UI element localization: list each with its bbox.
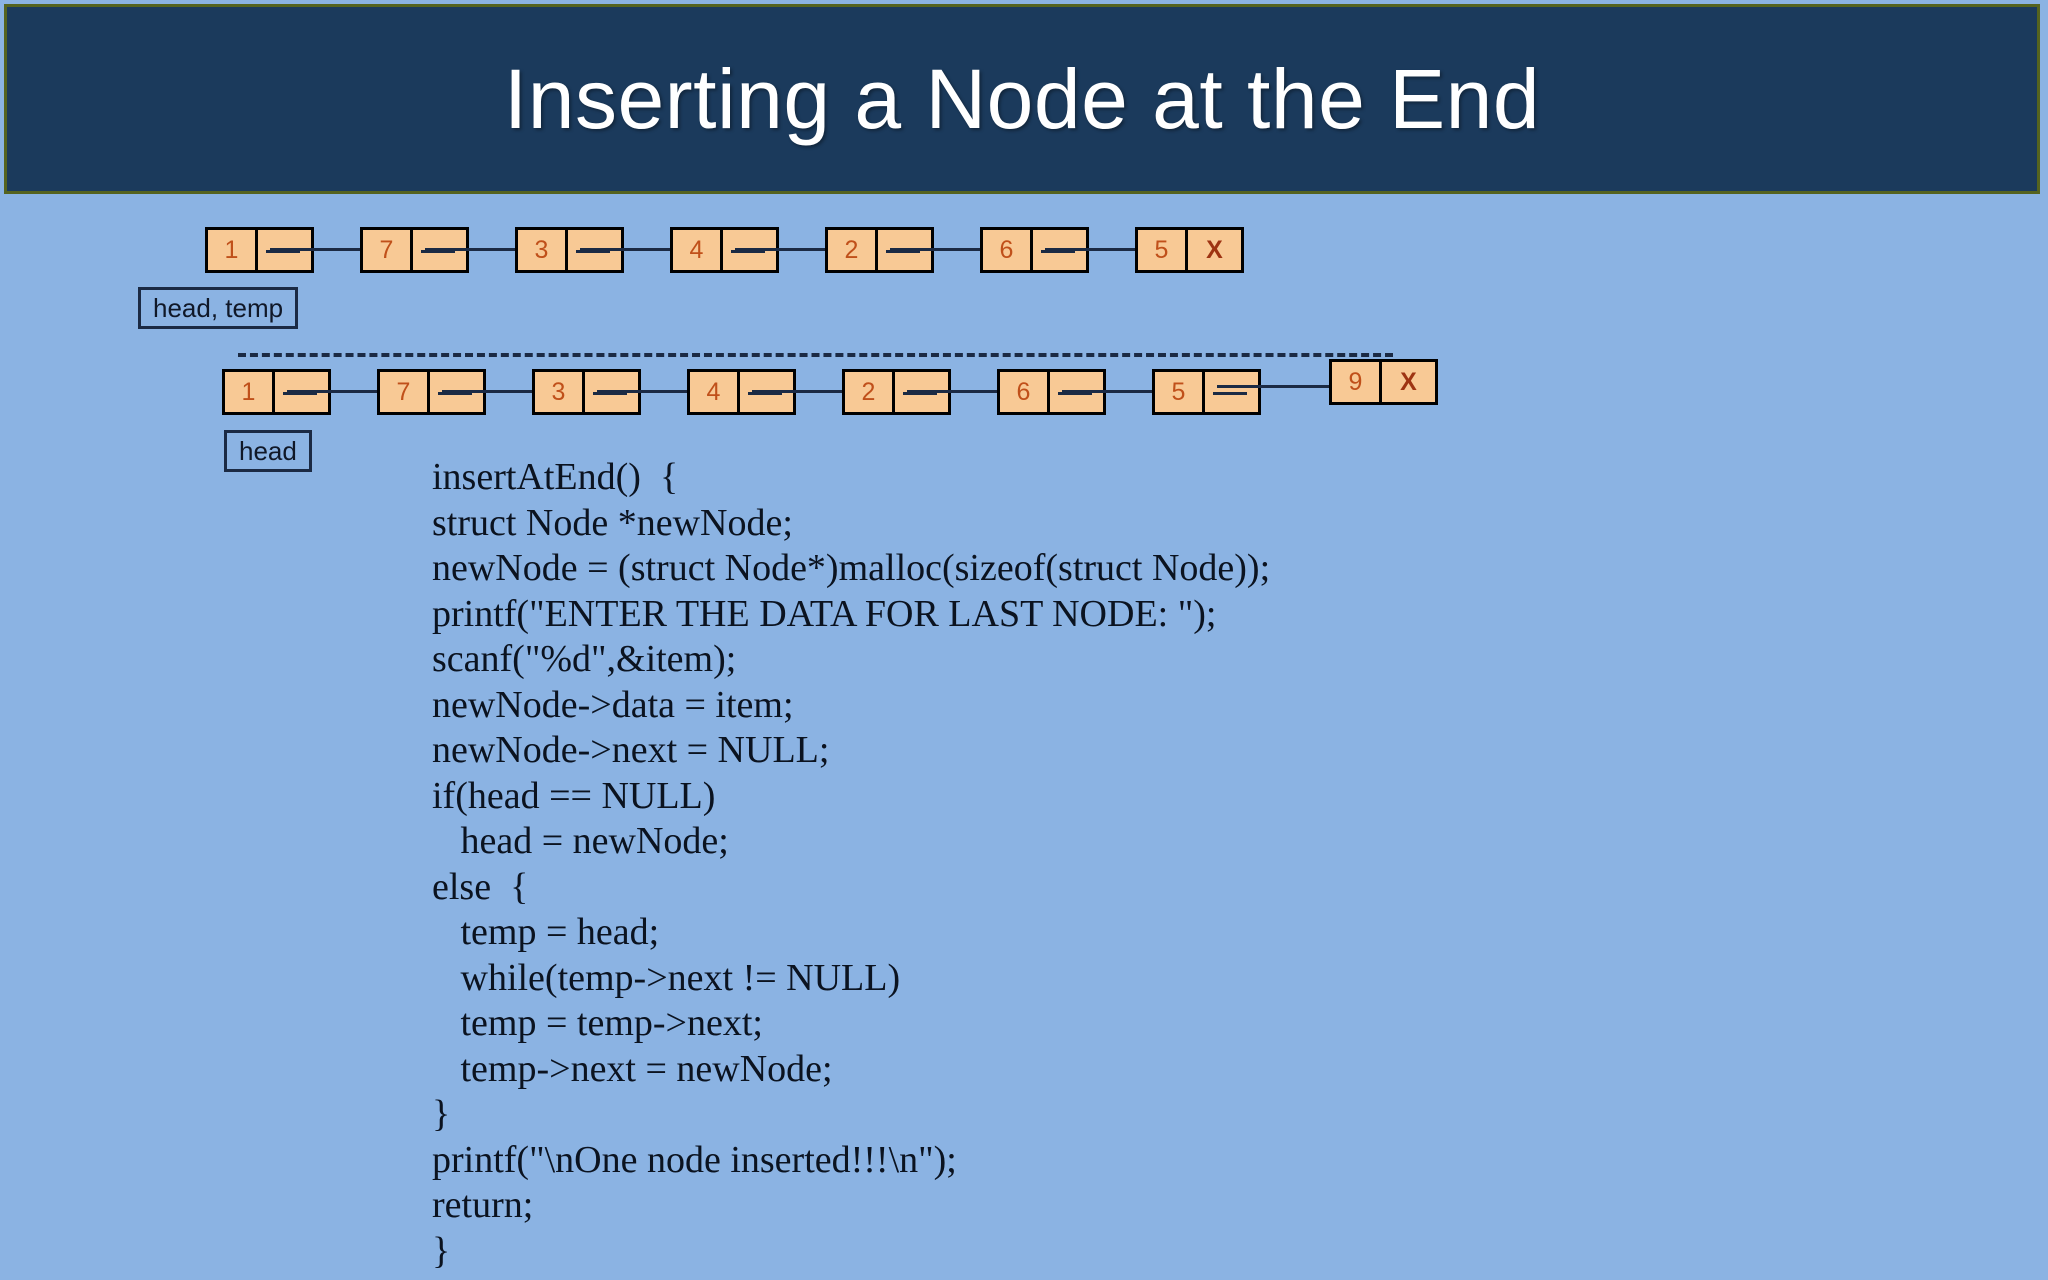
code-line: temp = temp->next;	[432, 1002, 763, 1044]
node-data-cell: 6	[983, 230, 1033, 270]
code-line: temp = head;	[432, 911, 660, 953]
code-line: scanf("%d",&item);	[432, 638, 737, 680]
node-pointer-cell	[1050, 372, 1103, 412]
node-data-cell: 9	[1332, 362, 1382, 402]
node-null-marker: X	[1206, 235, 1223, 264]
code-line: newNode->data = item;	[432, 683, 794, 726]
code-listing: insertAtEnd() {struct Node *newNode;newN…	[432, 455, 1532, 1274]
pointer-label-head: head	[224, 430, 312, 472]
code-line: while(temp->next != NULL)	[432, 956, 901, 999]
code-line: insertAtEnd() {	[432, 456, 679, 498]
node-pointer-cell	[740, 372, 793, 412]
node-data-cell: 5	[1138, 230, 1188, 270]
code-line: printf("ENTER THE DATA FOR LAST NODE: ")…	[432, 592, 1217, 635]
code-line: temp->next = newNode;	[432, 1047, 833, 1090]
node-data-cell: 6	[1000, 372, 1050, 412]
code-line: }	[432, 1093, 451, 1135]
node-pointer-cell	[878, 230, 931, 270]
code-line: head = newNode;	[432, 820, 729, 862]
node-data-cell: 4	[690, 372, 740, 412]
node-data-cell: 1	[208, 230, 258, 270]
pointer-label-head-temp: head, temp	[138, 287, 299, 329]
node-data-cell: 7	[363, 230, 413, 270]
node-data-cell: 3	[518, 230, 568, 270]
code-line: struct Node *newNode;	[432, 501, 793, 544]
code-line: if(head == NULL)	[432, 774, 716, 817]
node-data-cell: 7	[380, 372, 430, 412]
node-pointer-cell	[585, 372, 638, 412]
node-pointer-cell	[258, 230, 311, 270]
node-pointer-cell	[1205, 372, 1258, 412]
node-pointer-cell	[895, 372, 948, 412]
list-node: 5	[1152, 369, 1261, 415]
code-line: return;	[432, 1184, 534, 1226]
node-null-marker: X	[1400, 367, 1417, 396]
node-pointer-cell	[723, 230, 776, 270]
node-pointer-cell	[275, 372, 328, 412]
slide-title-bar: Inserting a Node at the End	[4, 4, 2040, 194]
node-data-cell: 1	[225, 372, 275, 412]
node-pointer-cell	[1033, 230, 1086, 270]
code-line: newNode->next = NULL;	[432, 729, 830, 771]
section-divider	[238, 353, 1393, 357]
code-line: newNode = (struct Node*)malloc(sizeof(st…	[432, 547, 1271, 589]
code-line: else {	[432, 865, 529, 908]
node-pointer-cell	[430, 372, 483, 412]
code-line: }	[432, 1229, 451, 1272]
node-data-cell: 2	[845, 372, 895, 412]
node-data-cell: 3	[535, 372, 585, 412]
code-line: printf("\nOne node inserted!!!\n");	[432, 1138, 957, 1181]
node-pointer-cell	[568, 230, 621, 270]
node-data-cell: 2	[828, 230, 878, 270]
node-data-cell: 5	[1155, 372, 1205, 412]
node-pointer-cell	[413, 230, 466, 270]
node-data-cell: 4	[673, 230, 723, 270]
list-node: 4	[687, 369, 796, 415]
list-node: 3	[515, 227, 624, 273]
page-title: Inserting a Node at the End	[503, 52, 1541, 146]
list-node: 1	[222, 369, 331, 415]
